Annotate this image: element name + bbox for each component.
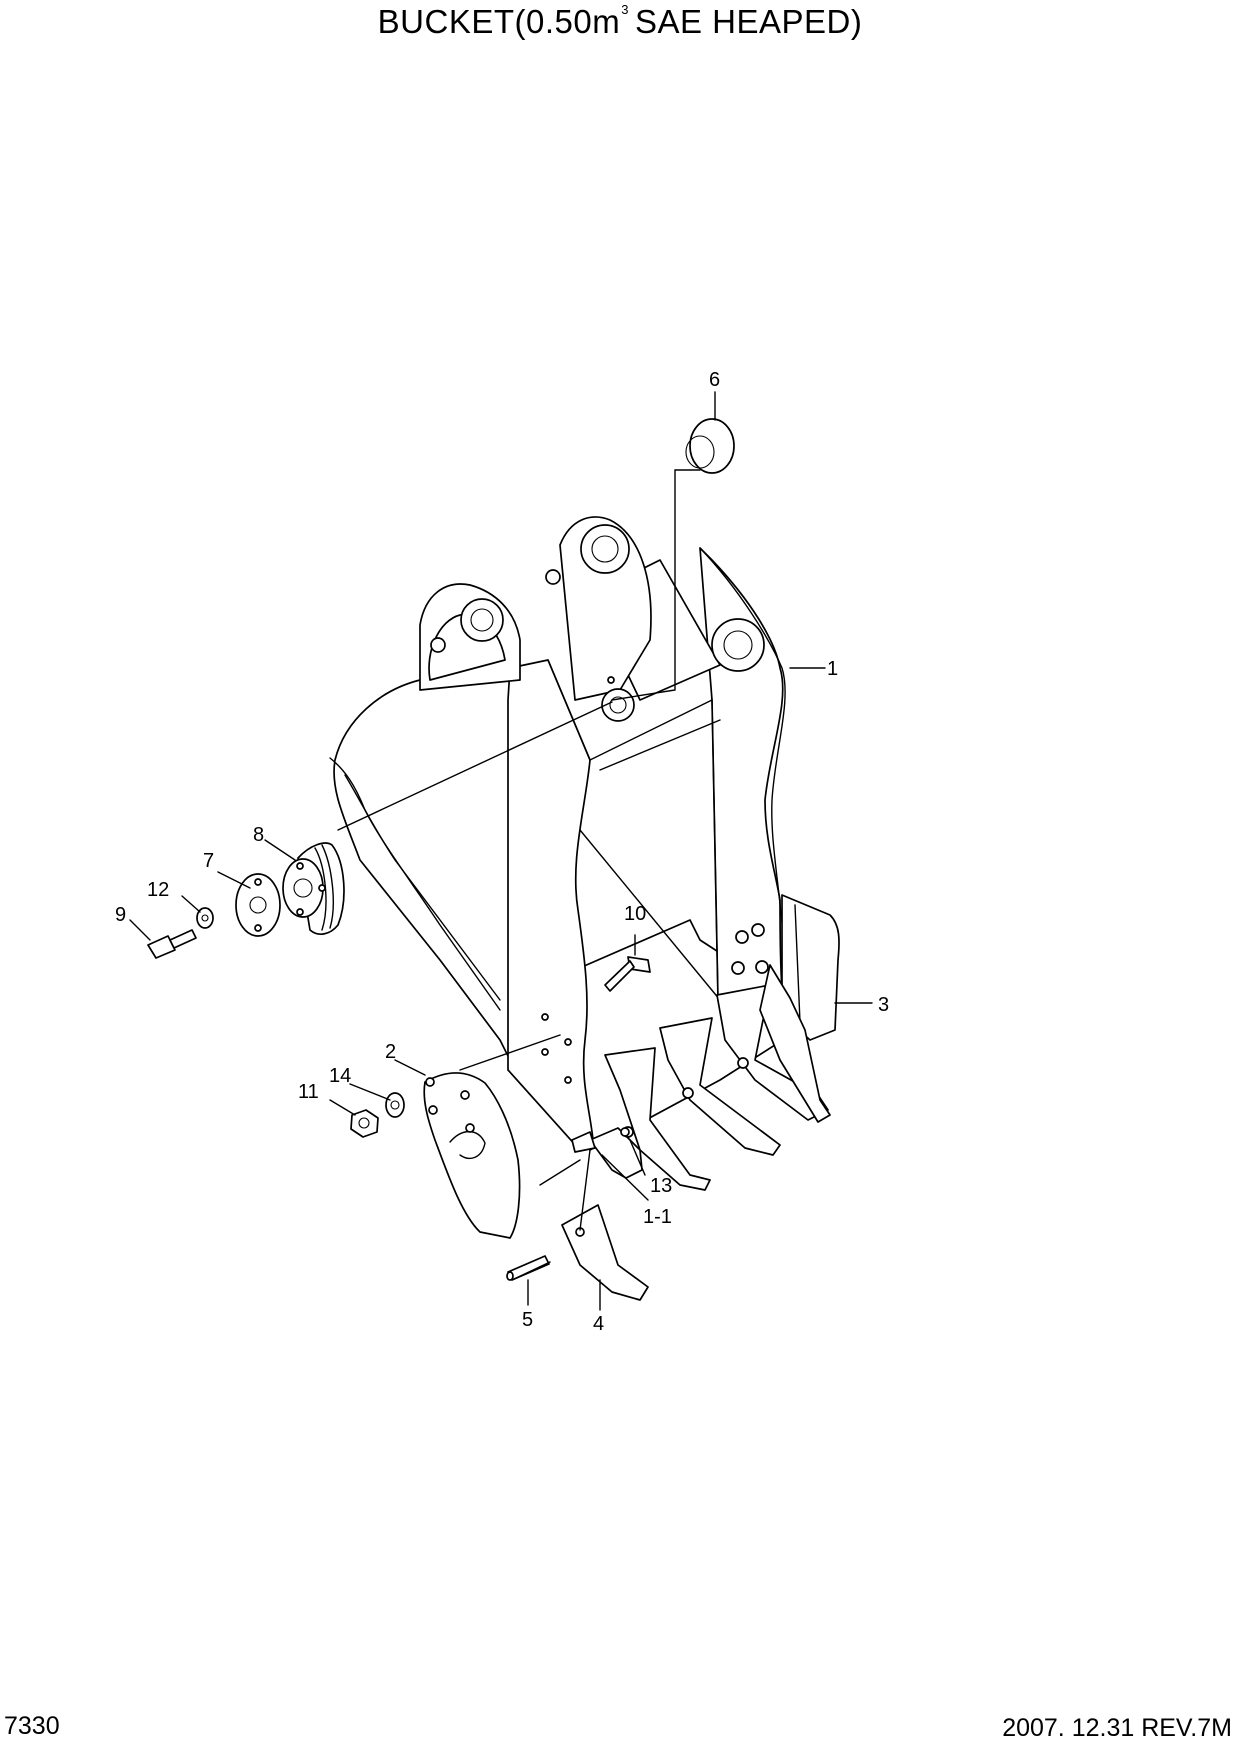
washer-12 xyxy=(196,907,214,929)
callout-14: 14 xyxy=(329,1065,351,1087)
bolt-9 xyxy=(147,935,176,959)
tooth-point xyxy=(561,1204,649,1301)
tooth-pin xyxy=(507,1255,550,1281)
tooth-2 xyxy=(604,1047,711,1191)
callout-6: 6 xyxy=(709,369,720,391)
right-bracket xyxy=(559,516,652,701)
callout-10: 10 xyxy=(624,903,646,925)
washer-14 xyxy=(385,1092,405,1118)
tooth-1 xyxy=(589,1127,643,1179)
callout-12: 12 xyxy=(147,879,169,901)
left-pin-boss xyxy=(460,598,504,642)
title-superscript: 3 xyxy=(621,2,629,17)
callout-8: 8 xyxy=(253,824,264,846)
revision-date: 2007. 12.31 REV.7M xyxy=(1002,1714,1232,1742)
callouts: 6 1 8 7 12 9 10 3 2 14 11 13 1-1 5 4 xyxy=(115,369,889,1335)
back-wall xyxy=(589,698,719,1001)
page-number: 7330 xyxy=(4,1712,60,1740)
shim-plate xyxy=(235,873,281,937)
leader-lines xyxy=(129,391,873,1311)
callout-1-1: 1-1 xyxy=(643,1206,672,1228)
nut-11 xyxy=(350,1109,379,1138)
floor-edge xyxy=(579,829,721,1001)
shell-inner-edge xyxy=(344,774,501,1001)
callout-2: 2 xyxy=(385,1041,396,1063)
callout-7: 7 xyxy=(203,850,214,872)
callout-13: 13 xyxy=(650,1175,672,1197)
cross-tube-lower xyxy=(599,719,721,771)
left-side-plate xyxy=(507,659,594,1149)
tooth-3 xyxy=(659,1017,781,1156)
title-text: BUCKET(0.50m xyxy=(377,3,621,40)
side-protector-left xyxy=(423,1072,521,1239)
title-suffix: SAE HEAPED) xyxy=(634,3,863,40)
callout-3: 3 xyxy=(878,994,889,1016)
callout-11: 11 xyxy=(298,1081,319,1103)
mounting-brackets xyxy=(419,516,765,722)
right-pin-boss xyxy=(711,618,765,672)
page-title: BUCKET(0.50m3 SAE HEAPED) xyxy=(0,2,1240,41)
callout-5: 5 xyxy=(522,1309,533,1331)
callout-1: 1 xyxy=(827,658,838,680)
right-plate-outline xyxy=(699,547,789,1001)
callout-4: 4 xyxy=(593,1313,604,1335)
bushing xyxy=(689,418,735,474)
exploded-parts xyxy=(147,418,735,1301)
callout-9: 9 xyxy=(115,904,126,926)
tooth-5 xyxy=(759,964,831,1123)
left-plate-edge xyxy=(547,659,591,761)
center-pin-boss xyxy=(580,524,630,574)
lock-13 xyxy=(620,1127,630,1137)
adapter xyxy=(571,1131,596,1153)
bucket-teeth xyxy=(589,964,831,1191)
